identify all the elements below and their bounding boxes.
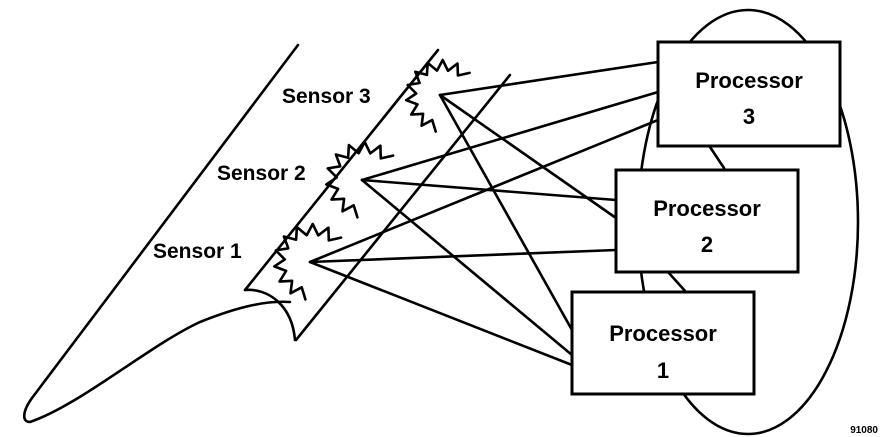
link-s1-p1 [308,260,574,367]
sensor-2-label: Sensor 2 [217,162,306,185]
link-s1-p3 [308,118,660,264]
sensor-1-burst [273,222,343,301]
processor-2-number: 2 [701,232,713,257]
processor-1-title: Processor [609,321,717,346]
sensor-3-label: Sensor 3 [282,85,371,108]
figure-number: 91080 [850,425,878,436]
processor-2-box [614,168,800,274]
wing-root-curve [243,288,297,342]
connection-lines [308,60,660,367]
link-s1-p2 [308,248,618,264]
link-p1-p2 [666,270,688,294]
processor-3-title: Processor [695,68,803,93]
link-s2-p3 [360,90,660,182]
processor-3-number: 3 [743,104,755,129]
sensor-3-burst [404,58,471,133]
sensor-1-label: Sensor 1 [153,240,242,263]
processor-2-title: Processor [653,196,761,221]
sensor-2-burst [325,140,395,219]
link-p2-p3 [706,142,726,170]
processor-1-number: 1 [657,358,669,383]
wing-outline [22,43,300,424]
link-s3-p1 [438,93,574,332]
link-s3-p3 [438,60,660,97]
sensor-strip-right-edge [294,73,512,342]
processor-3-box [656,40,842,148]
processor-1-box [570,290,756,396]
link-s2-p1 [360,178,574,357]
